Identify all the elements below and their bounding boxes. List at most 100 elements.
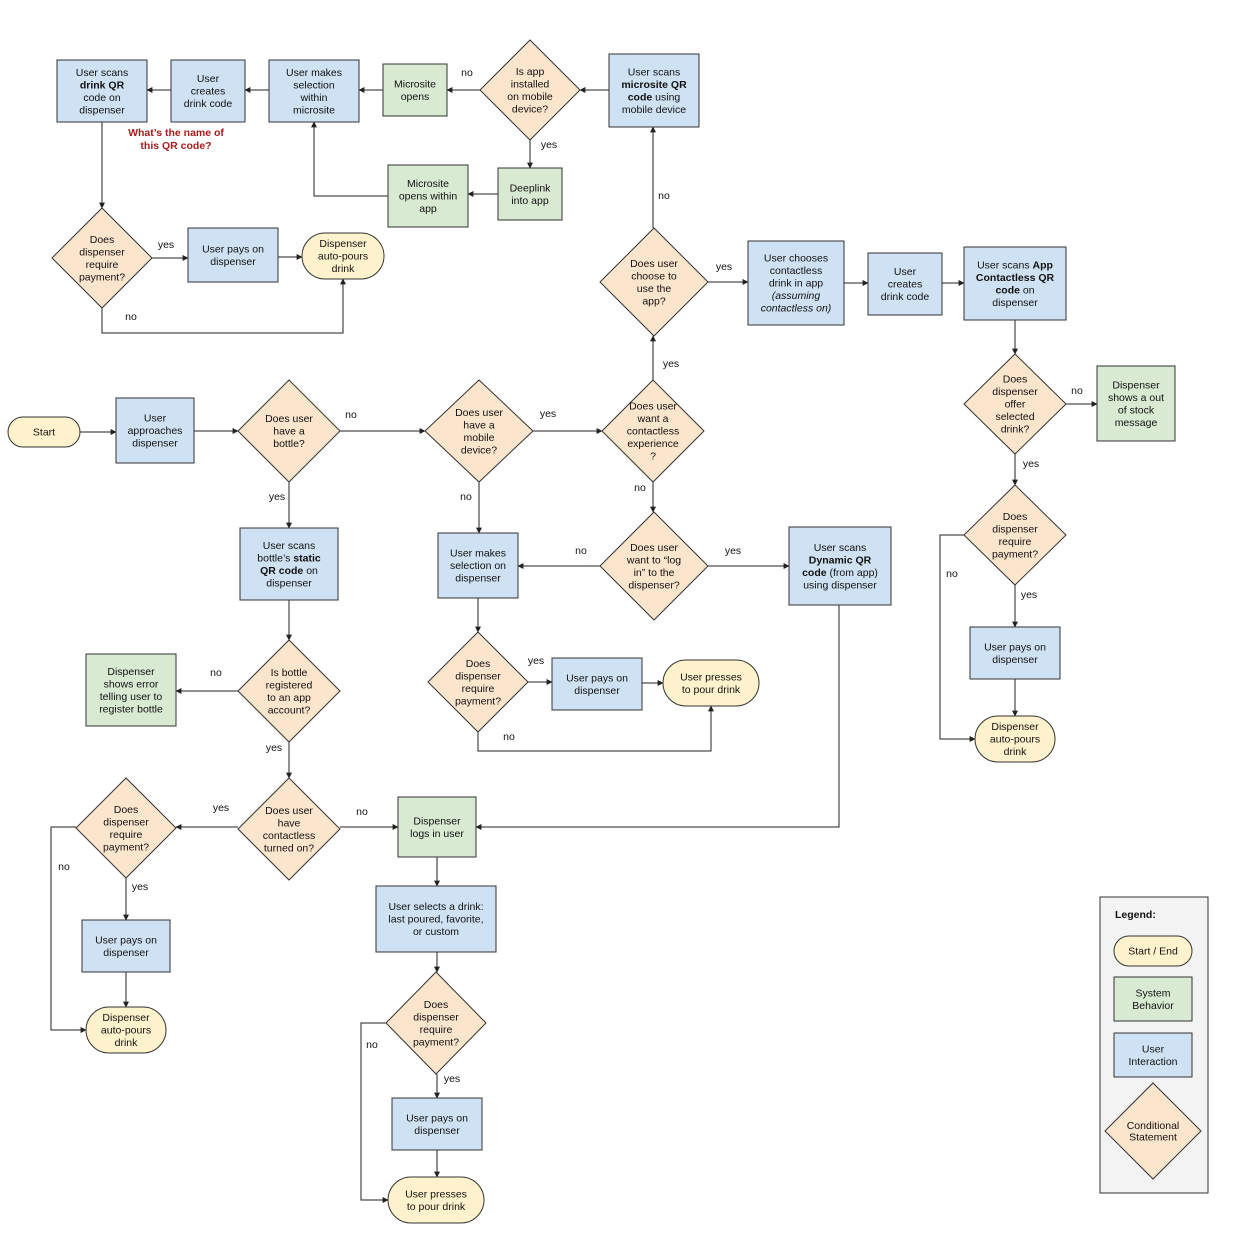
edge-label-contactless-no: no bbox=[634, 482, 646, 494]
user-box bbox=[747, 240, 845, 326]
edge-label-app-installed-no: no bbox=[461, 67, 473, 79]
edge-label-have-bottle-yes: yes bbox=[269, 491, 285, 503]
user-box bbox=[969, 626, 1061, 680]
edge-label-offer-yes: yes bbox=[1023, 458, 1039, 470]
flow-arrow bbox=[360, 1022, 389, 1203]
decision-diamond bbox=[963, 353, 1067, 455]
edge-label-bl-pay-yes: yes bbox=[132, 881, 148, 893]
edge-label-registered-yes: yes bbox=[266, 742, 282, 754]
edge-label-login-no: no bbox=[575, 545, 587, 557]
edge-label-registered-no: no bbox=[210, 667, 222, 679]
user-box bbox=[867, 252, 943, 316]
legend-terminal-swatch bbox=[1113, 935, 1193, 967]
legend-start-end: Start / End bbox=[1113, 935, 1193, 967]
decision-diamond bbox=[427, 631, 529, 733]
flow-arrow bbox=[475, 605, 840, 830]
system-box bbox=[382, 63, 448, 117]
system-box bbox=[1096, 365, 1176, 442]
edge-label-contactless-on-no: no bbox=[356, 806, 368, 818]
edge-label-r-pay-no: no bbox=[946, 568, 958, 580]
decision-diamond bbox=[479, 39, 581, 141]
flow-arrow bbox=[477, 705, 714, 752]
terminal-shape bbox=[974, 715, 1056, 763]
user-box bbox=[115, 397, 195, 464]
edge-label-contactless-on-yes: yes bbox=[213, 802, 229, 814]
decision-diamond bbox=[601, 379, 705, 483]
user-box bbox=[170, 59, 246, 123]
select-drink-node: User selects a drink:last poured, favori… bbox=[375, 885, 497, 953]
decision-diamond bbox=[75, 777, 177, 879]
user-box bbox=[56, 59, 148, 123]
user-box bbox=[81, 919, 171, 973]
select-drink-label: User selects a drink:last poured, favori… bbox=[388, 901, 483, 938]
start-label: Start bbox=[33, 427, 55, 439]
terminal-shape bbox=[387, 1176, 485, 1224]
flow-arrow bbox=[101, 278, 346, 334]
flow-arrow bbox=[311, 121, 388, 197]
decision-diamond bbox=[237, 379, 341, 483]
decision-diamond bbox=[424, 379, 534, 483]
decision-diamond bbox=[51, 207, 153, 309]
user-box bbox=[187, 227, 279, 283]
legend-conditional-swatch bbox=[1104, 1082, 1202, 1180]
decision-diamond bbox=[599, 511, 709, 621]
terminal-shape bbox=[85, 1006, 167, 1054]
system-box bbox=[497, 167, 563, 221]
decision-diamond bbox=[963, 484, 1067, 586]
decision-diamond bbox=[237, 639, 341, 743]
user-box bbox=[963, 246, 1067, 321]
decision-diamond bbox=[385, 971, 487, 1075]
legend-title: Legend: bbox=[1115, 909, 1156, 921]
flow-arrow bbox=[50, 826, 87, 1033]
edges-layer bbox=[50, 87, 1098, 1203]
